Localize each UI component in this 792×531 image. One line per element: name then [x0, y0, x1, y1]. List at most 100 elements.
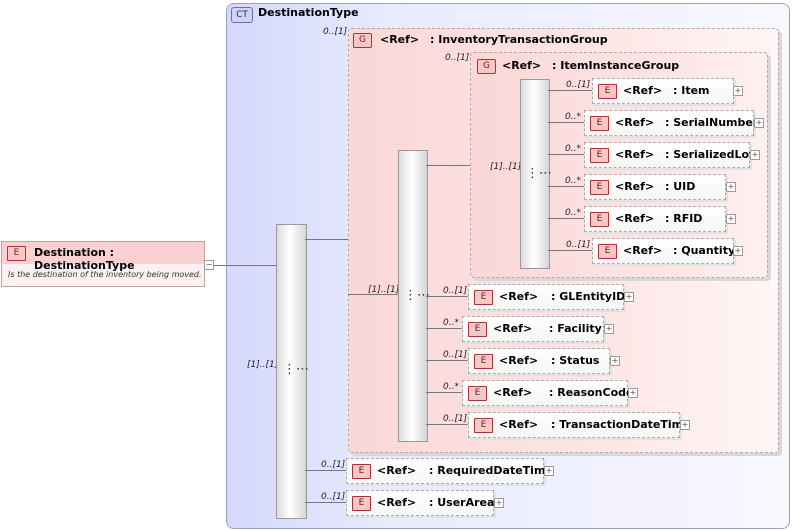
element-ref: <Ref>	[615, 116, 655, 129]
element-tag: E	[474, 290, 493, 305]
element-name: : UserArea	[429, 496, 495, 509]
element-status[interactable]: E <Ref> : Status	[468, 348, 610, 374]
element-ref: <Ref>	[499, 418, 539, 431]
connector	[548, 186, 584, 187]
element-ref: <Ref>	[499, 354, 539, 367]
connector	[426, 296, 468, 297]
element-facility[interactable]: E <Ref> : Facility	[462, 316, 604, 342]
outer-sequence-compositor[interactable]	[276, 224, 307, 519]
element-name: : UID	[665, 180, 696, 193]
occurrence-label: 0..[1]	[566, 240, 591, 250]
group-tag: G	[353, 33, 372, 48]
expand-button[interactable]: +	[494, 498, 504, 508]
element-tag: E	[474, 418, 493, 433]
element-uid[interactable]: E <Ref> : UID	[584, 174, 726, 200]
expand-button[interactable]: +	[754, 118, 764, 128]
sequence-icon: ⋮⋯	[404, 288, 430, 303]
root-element-header	[2, 242, 204, 264]
expand-button[interactable]: +	[726, 214, 736, 224]
element-user-area[interactable]: E <Ref> : UserArea	[346, 490, 494, 516]
group-ref: <Ref>	[380, 33, 420, 46]
element-tag: E	[598, 244, 617, 259]
group-ref: <Ref>	[502, 59, 542, 72]
expand-button[interactable]: +	[733, 86, 743, 96]
expand-button[interactable]: +	[624, 292, 634, 302]
element-name: : Status	[551, 354, 600, 367]
occurrence-label: [1]..[1]	[368, 285, 400, 295]
element-tag: E	[468, 322, 487, 337]
connector	[214, 265, 276, 266]
connector	[548, 90, 592, 91]
element-tag: E	[590, 212, 609, 227]
element-tag: E	[590, 180, 609, 195]
expand-button[interactable]: +	[544, 466, 554, 476]
occurrence-label: 0..[1]	[443, 286, 468, 296]
expand-button[interactable]: +	[628, 388, 638, 398]
element-tag: E	[590, 148, 609, 163]
connector	[426, 392, 462, 393]
element-tag: E	[352, 464, 371, 479]
element-tag: E	[474, 354, 493, 369]
sequence-icon: ⋮⋯	[283, 362, 309, 377]
element-rfid[interactable]: E <Ref> : RFID	[584, 206, 726, 232]
connector	[426, 165, 470, 166]
expand-button[interactable]: +	[733, 246, 743, 256]
occurrence-label: 0..*	[565, 112, 581, 122]
expand-button[interactable]: +	[726, 182, 736, 192]
connector	[548, 122, 584, 123]
complex-type-tag: CT	[231, 7, 253, 23]
element-serial-number[interactable]: E <Ref> : SerialNumber	[584, 110, 758, 136]
occurrence-label: 0..[1]	[566, 80, 591, 90]
occurrence-label: [1]..[1]	[490, 162, 522, 172]
connector	[305, 470, 346, 471]
connector	[348, 294, 398, 295]
occurrence-label: 0..[1]	[445, 53, 470, 63]
element-ref: <Ref>	[615, 212, 655, 225]
group-tag: G	[477, 59, 496, 74]
occurrence-label: 0..*	[443, 318, 459, 328]
element-tag: E	[598, 84, 617, 99]
element-name: : Quantity	[673, 244, 736, 257]
element-ref: <Ref>	[623, 244, 663, 257]
element-ref: <Ref>	[493, 322, 533, 335]
element-name: : TransactionDateTime	[551, 418, 691, 431]
element-name: : GLEntityID	[551, 290, 626, 303]
expand-button[interactable]: +	[750, 150, 760, 160]
element-name: : SerializedLot	[665, 148, 755, 161]
occurrence-label: 0..[1]	[321, 460, 346, 470]
occurrence-label: 0..*	[443, 382, 459, 392]
occurrence-label: 0..*	[565, 144, 581, 154]
occurrence-label: 0..[1]	[443, 414, 468, 424]
connector	[548, 218, 584, 219]
connector	[426, 424, 468, 425]
connector	[305, 502, 346, 503]
sequence-compositor[interactable]	[398, 150, 428, 442]
element-ref: <Ref>	[377, 496, 417, 509]
root-element[interactable]: E Destination : DestinationType Is the d…	[1, 241, 205, 287]
element-ref: <Ref>	[623, 84, 663, 97]
element-required-date-time[interactable]: E <Ref> : RequiredDateTime	[346, 458, 553, 484]
element-reason-code[interactable]: E <Ref> : ReasonCode	[462, 380, 633, 406]
element-tag: E	[468, 386, 487, 401]
element-name: : RequiredDateTime	[429, 464, 553, 477]
element-serialized-lot[interactable]: E <Ref> : SerializedLot	[584, 142, 754, 168]
collapse-button[interactable]: −	[204, 260, 214, 270]
expand-button[interactable]: +	[680, 420, 690, 430]
expand-button[interactable]: +	[604, 324, 614, 334]
sequence-compositor[interactable]	[520, 79, 550, 269]
occurrence-label: 0..[1]	[321, 492, 346, 502]
element-tag: E	[590, 116, 609, 131]
element-gl-entity-id[interactable]: E <Ref> : GLEntityID	[468, 284, 626, 310]
element-ref: <Ref>	[377, 464, 417, 477]
expand-button[interactable]: +	[610, 356, 620, 366]
group-name: : InventoryTransactionGroup	[430, 33, 608, 46]
connector	[548, 154, 584, 155]
occurrence-label: 0..*	[565, 176, 581, 186]
occurrence-label: 0..*	[565, 208, 581, 218]
connector	[305, 239, 348, 240]
element-ref: <Ref>	[615, 148, 655, 161]
element-item[interactable]: E <Ref> : Item	[592, 78, 734, 104]
element-quantity[interactable]: E <Ref> : Quantity	[592, 238, 736, 264]
element-transaction-date-time[interactable]: E <Ref> : TransactionDateTime	[468, 412, 691, 438]
root-element-doc: Is the destination of the inventory bein…	[8, 270, 202, 279]
